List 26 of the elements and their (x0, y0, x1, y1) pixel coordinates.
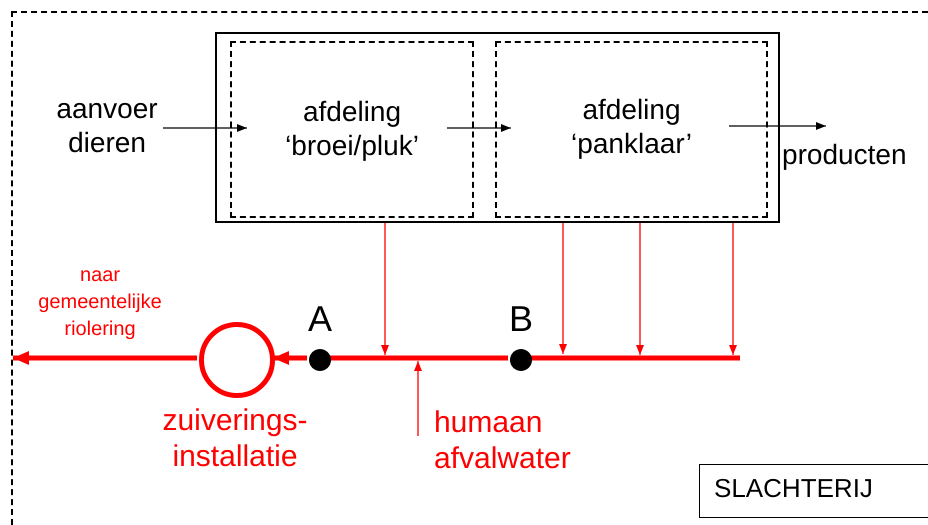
point-label: A (306, 297, 333, 340)
arrow (381, 221, 389, 355)
arrow (729, 221, 737, 355)
arrow (447, 124, 511, 132)
title-box (699, 464, 928, 518)
arrow (729, 122, 826, 130)
arrow (163, 124, 247, 132)
sewer-pipe-arrow (273, 351, 307, 365)
department-box (230, 41, 474, 218)
flow-label: aanvoer dieren (55, 92, 159, 160)
edge-label: naar gemeentelijke riolering (37, 263, 163, 342)
building-box (215, 32, 780, 223)
site-boundary (11, 11, 928, 525)
treatment-plant-circle (199, 322, 275, 398)
flow-label: humaan afvalwater (434, 405, 572, 477)
department-box (495, 41, 768, 218)
sewer-pipe-arrow (13, 351, 197, 365)
arrow (559, 221, 567, 354)
department-label: afdeling ‘panklaar’ (570, 93, 693, 160)
arrow (414, 361, 422, 436)
node-caption: zuiverings- installatie (161, 403, 309, 475)
title-label: SLACHTERIJ (713, 473, 874, 504)
point-label: B (508, 297, 534, 340)
arrow (636, 221, 644, 355)
department-label: afdeling ‘broei/pluk’ (284, 95, 420, 162)
flow-label: producten (782, 138, 908, 172)
